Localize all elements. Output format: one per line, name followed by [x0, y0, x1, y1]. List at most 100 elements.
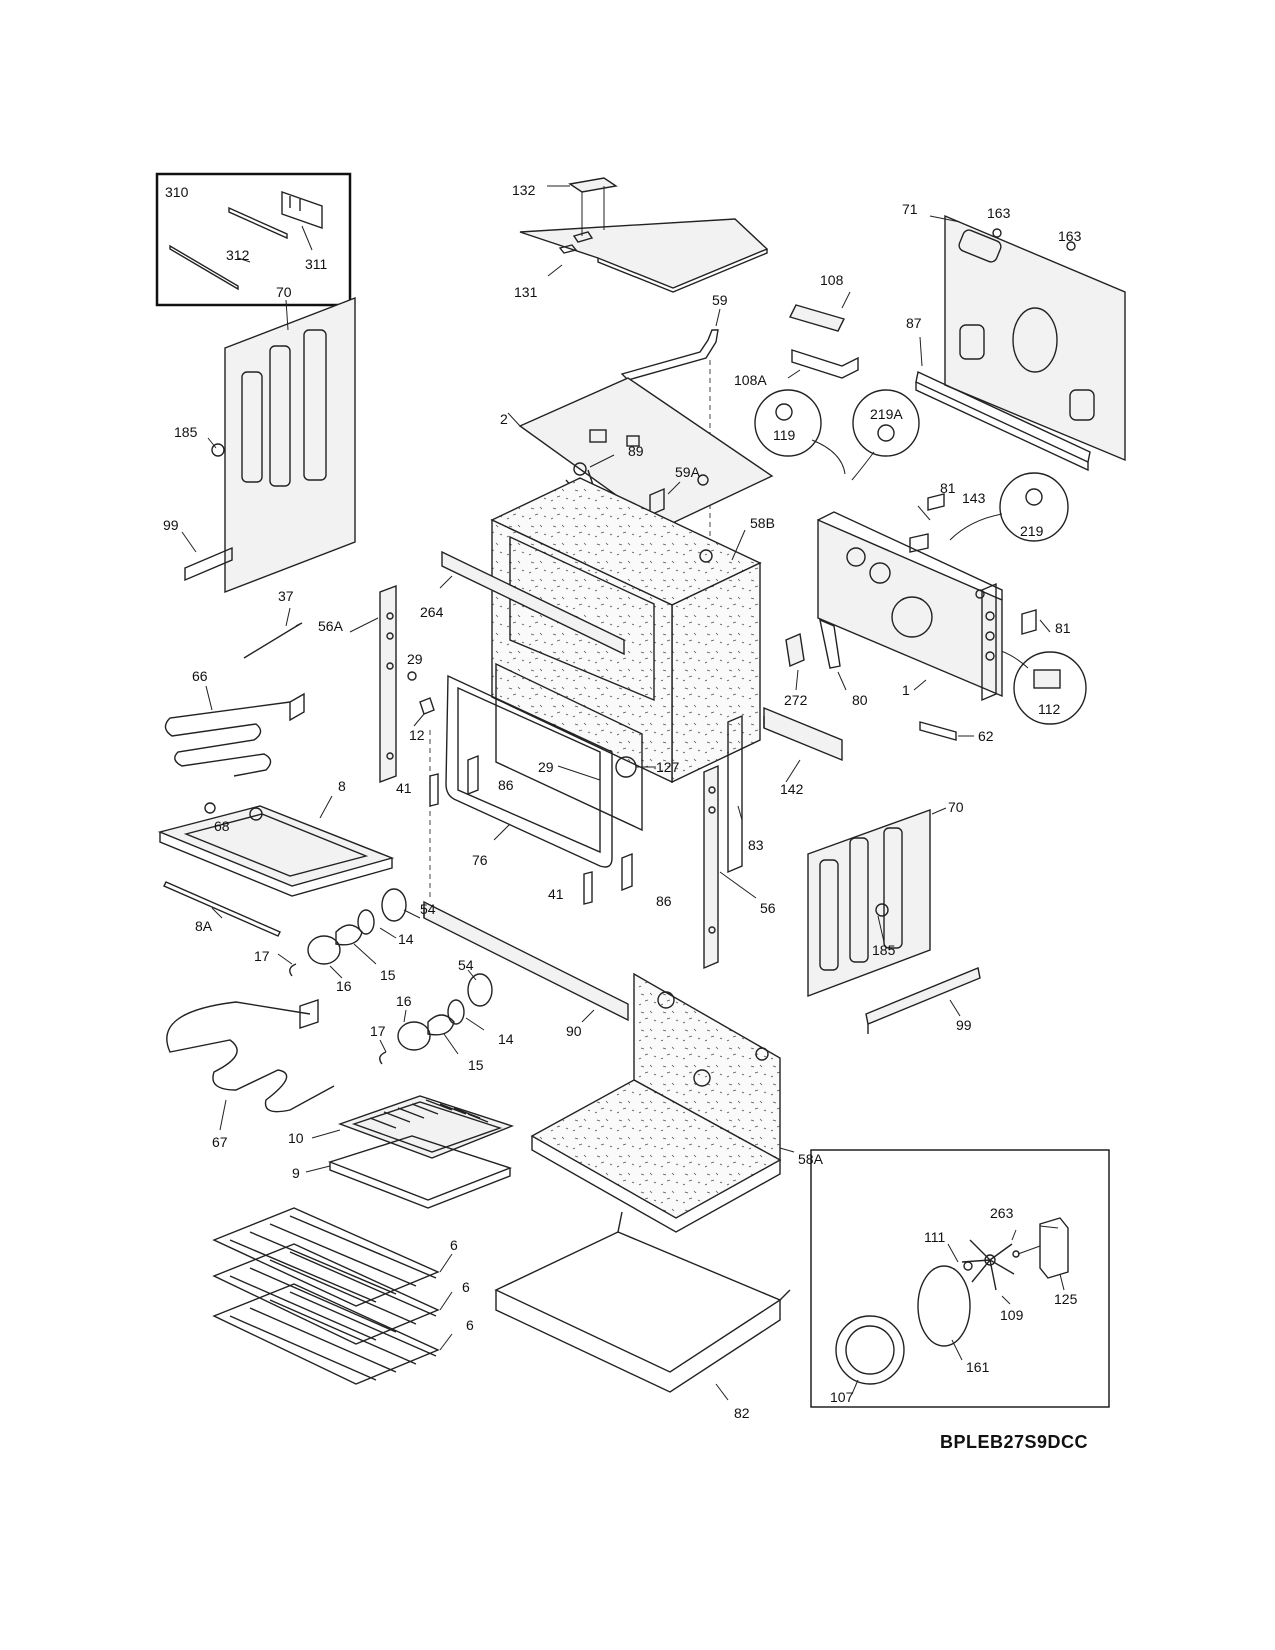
label-109: 109: [1000, 1307, 1024, 1323]
label-131: 131: [514, 284, 538, 300]
label-82: 82: [734, 1405, 750, 1421]
label-264: 264: [420, 604, 444, 620]
label-185-upper: 185: [174, 424, 198, 440]
label-8A: 8A: [195, 918, 213, 934]
label-41-upper: 41: [396, 780, 412, 796]
label-59: 59: [712, 292, 728, 308]
label-37: 37: [278, 588, 294, 604]
callout-119: [754, 389, 846, 475]
label-76: 76: [472, 852, 488, 868]
label-127: 127: [656, 759, 680, 775]
broil-grid-10: [311, 1095, 515, 1159]
label-2: 2: [500, 411, 508, 427]
label-71: 71: [902, 201, 918, 217]
label-41-lower: 41: [548, 886, 564, 902]
bar-90: [423, 900, 629, 1023]
label-108A: 108A: [734, 372, 767, 388]
label-67: 67: [212, 1134, 228, 1150]
hinge-41-lower: [583, 871, 593, 905]
label-62: 62: [978, 728, 994, 744]
label-29-upper: 29: [407, 651, 423, 667]
label-89: 89: [628, 443, 644, 459]
hinge-86-lower: [621, 852, 633, 892]
label-70-upper: 70: [276, 284, 292, 300]
hinge-86-upper: [467, 754, 479, 796]
label-17-upper: 17: [254, 948, 270, 964]
element-66: [164, 685, 305, 814]
label-6-middle: 6: [462, 1279, 470, 1295]
lamp-assembly-lower: [379, 969, 493, 1065]
label-9: 9: [292, 1165, 300, 1181]
label-272: 272: [784, 692, 808, 708]
label-15-upper: 15: [380, 967, 396, 983]
rail-142: [763, 706, 843, 783]
label-59A: 59A: [675, 464, 701, 480]
label-142: 142: [780, 781, 804, 797]
label-58B: 58B: [750, 515, 775, 531]
label-16-upper: 16: [336, 978, 352, 994]
rail-99-upper: [181, 531, 233, 582]
inset-box-310: [155, 172, 352, 307]
rack-6-top: [212, 1207, 453, 1307]
label-86-upper: 86: [498, 777, 514, 793]
label-125: 125: [1054, 1291, 1078, 1307]
broil-pan-9: [305, 1135, 513, 1209]
part-272: [785, 633, 805, 691]
label-70-lower: 70: [948, 799, 964, 815]
bottom-pan-82: [494, 1211, 791, 1401]
callout-112: [987, 647, 1087, 725]
label-107: 107: [830, 1389, 854, 1405]
frame-bar-264: [439, 550, 625, 656]
label-83: 83: [748, 837, 764, 853]
label-108: 108: [820, 272, 844, 288]
part-12: [413, 697, 435, 727]
rail-56A: [349, 584, 397, 784]
label-219A: 219A: [870, 406, 903, 422]
label-6-top: 6: [450, 1237, 458, 1253]
label-312: 312: [226, 247, 250, 263]
back-panel-1: [817, 493, 1051, 702]
label-119: 119: [773, 427, 796, 443]
rail-56: [703, 764, 757, 970]
label-1: 1: [902, 682, 910, 698]
label-80: 80: [852, 692, 868, 708]
callout-labels: 310 312 311 132 131 59 108 108A 163 163 …: [163, 182, 1088, 1452]
label-56: 56: [760, 900, 776, 916]
tray-8: [157, 795, 395, 897]
label-54-upper: 54: [420, 901, 436, 917]
label-99-lower: 99: [956, 1017, 972, 1033]
rack-6-middle: [212, 1243, 453, 1345]
label-12: 12: [409, 727, 425, 743]
part-80: [819, 618, 847, 691]
label-311: 311: [305, 256, 328, 272]
label-68: 68: [214, 818, 230, 834]
label-161: 161: [966, 1359, 990, 1375]
label-81-upper: 81: [940, 480, 956, 496]
label-111: 111: [924, 1229, 945, 1245]
part-62: [919, 721, 974, 741]
side-panel-70-right: [807, 807, 947, 998]
label-10: 10: [288, 1130, 304, 1146]
model-code: BPLEB27S9DCC: [940, 1432, 1088, 1452]
label-14-upper: 14: [398, 931, 414, 947]
oven-cavity-58B: [490, 477, 762, 784]
label-263: 263: [990, 1205, 1014, 1221]
rail-99-lower: [865, 967, 981, 1034]
label-163-b: 163: [1058, 228, 1082, 244]
label-185-lower: 185: [872, 942, 896, 958]
liner-58A: [530, 972, 795, 1233]
label-112: 112: [1038, 701, 1061, 717]
label-143: 143: [962, 490, 986, 506]
probe-37: [243, 607, 303, 659]
label-219: 219: [1020, 523, 1044, 539]
label-81-lower: 81: [1055, 620, 1071, 636]
label-87: 87: [906, 315, 922, 331]
label-29-lower: 29: [538, 759, 554, 775]
label-6-bottom: 6: [466, 1317, 474, 1333]
label-17-lower: 17: [370, 1023, 386, 1039]
back-panel-71: [929, 214, 1126, 462]
label-14-lower: 14: [498, 1031, 514, 1047]
label-16-lower: 16: [396, 993, 412, 1009]
label-310: 310: [165, 184, 189, 200]
